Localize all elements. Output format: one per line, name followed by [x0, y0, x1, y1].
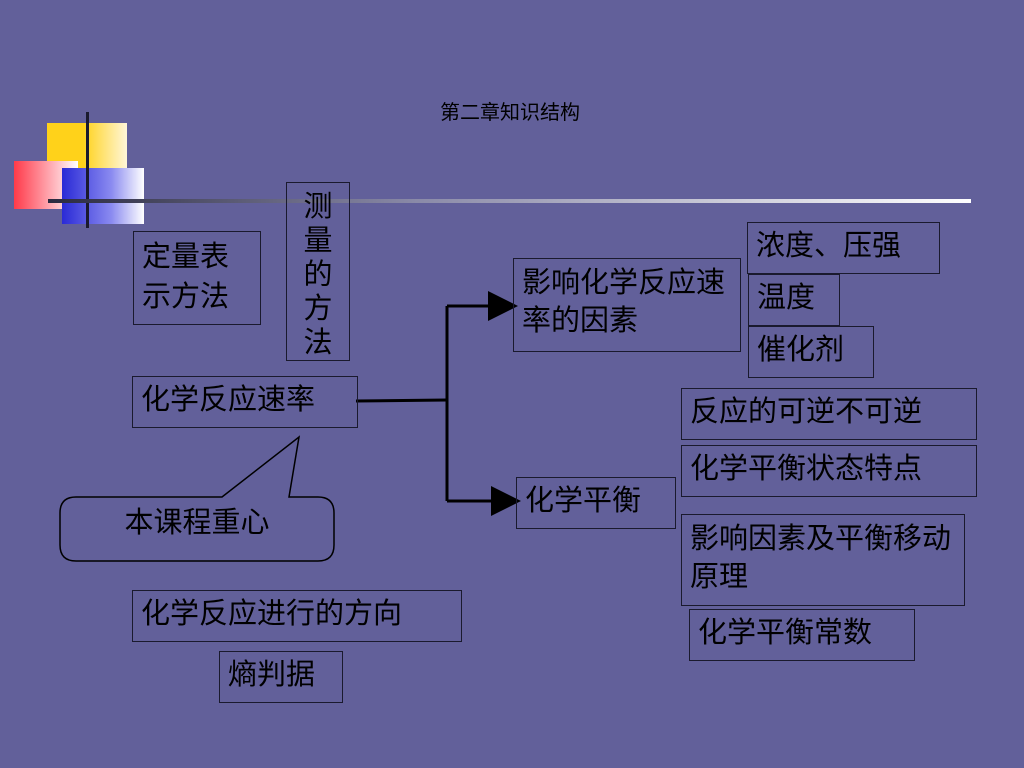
- node-entropy: 熵判据: [219, 651, 343, 703]
- callout-bubble: [59, 435, 335, 562]
- node-factors: 影响化学反应速率的因素: [513, 258, 741, 352]
- node-eq-state: 化学平衡状态特点: [681, 445, 977, 497]
- title-rule: [48, 199, 971, 203]
- node-quant-method: 定量表示方法: [133, 231, 261, 325]
- callout-label: 本课程重心: [124, 505, 270, 539]
- rate-connector: [355, 398, 448, 403]
- node-eq-constant: 化学平衡常数: [689, 609, 915, 661]
- node-equilibrium: 化学平衡: [516, 477, 676, 529]
- node-eq-shift: 影响因素及平衡移动原理: [681, 514, 965, 606]
- page-title: 第二章知识结构: [440, 100, 580, 124]
- deco-blue-square: [62, 168, 144, 224]
- node-catalyst: 催化剂: [748, 326, 874, 378]
- node-concentration: 浓度、压强: [747, 222, 940, 274]
- node-direction: 化学反应进行的方向: [132, 590, 462, 642]
- node-temperature: 温度: [748, 274, 840, 326]
- node-reversible: 反应的可逆不可逆: [681, 388, 977, 440]
- deco-vertical-rule: [86, 112, 89, 228]
- node-measure-method: 测量的方法: [286, 182, 350, 361]
- node-rate: 化学反应速率: [132, 376, 358, 428]
